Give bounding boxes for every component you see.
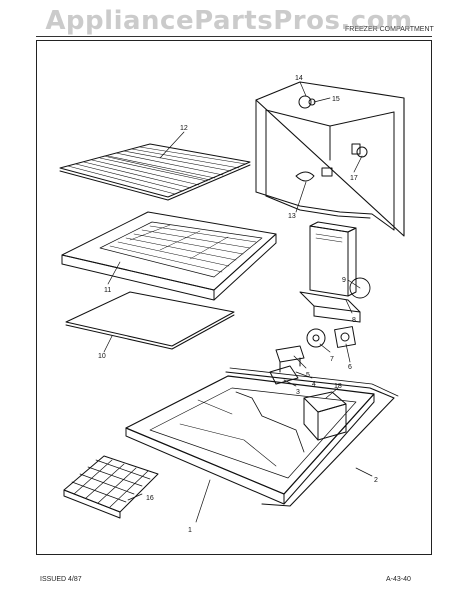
- callout-15: 15: [332, 96, 340, 103]
- callout-1: 1: [188, 527, 192, 534]
- callout-9: 9: [342, 277, 346, 284]
- part-shelf-panel: [65, 291, 235, 350]
- callout-10: 10: [98, 353, 106, 360]
- part-freezer-base: [125, 375, 375, 505]
- header-right: FREEZER COMPARTMENT: [345, 26, 434, 33]
- leader-lines: [103, 81, 373, 523]
- callout-17: 17: [350, 175, 358, 182]
- part-wire-shelf: [59, 143, 251, 201]
- callout-18: 18: [334, 383, 342, 390]
- part-cabinet-interior: [255, 81, 405, 237]
- watermark: AppliancePartsPros.com: [45, 6, 413, 36]
- footer-code: A-43-40: [386, 576, 411, 583]
- callout-7: 7: [330, 356, 334, 363]
- callout-4: 4: [312, 381, 316, 388]
- part-trim-strip: [225, 367, 399, 507]
- callout-12: 12: [180, 125, 188, 132]
- part-freezer-tray: [61, 211, 277, 301]
- diagram-frame: [36, 40, 432, 555]
- callout-6: 6: [348, 364, 352, 371]
- part-evaporator-cover: [299, 221, 371, 323]
- callout-14: 14: [295, 75, 303, 82]
- callout-8: 8: [352, 317, 356, 324]
- part-fan-assembly: [269, 326, 356, 385]
- callout-2: 2: [374, 477, 378, 484]
- footer-issued: ISSUED 4/87: [40, 576, 82, 583]
- callout-13: 13: [288, 213, 296, 220]
- part-ice-tray: [63, 455, 159, 519]
- callout-3: 3: [296, 389, 300, 396]
- part-duct: [303, 391, 347, 441]
- header-rule: [36, 36, 432, 37]
- callout-16: 16: [146, 495, 154, 502]
- callout-11: 11: [104, 287, 111, 294]
- callout-5: 5: [306, 372, 310, 379]
